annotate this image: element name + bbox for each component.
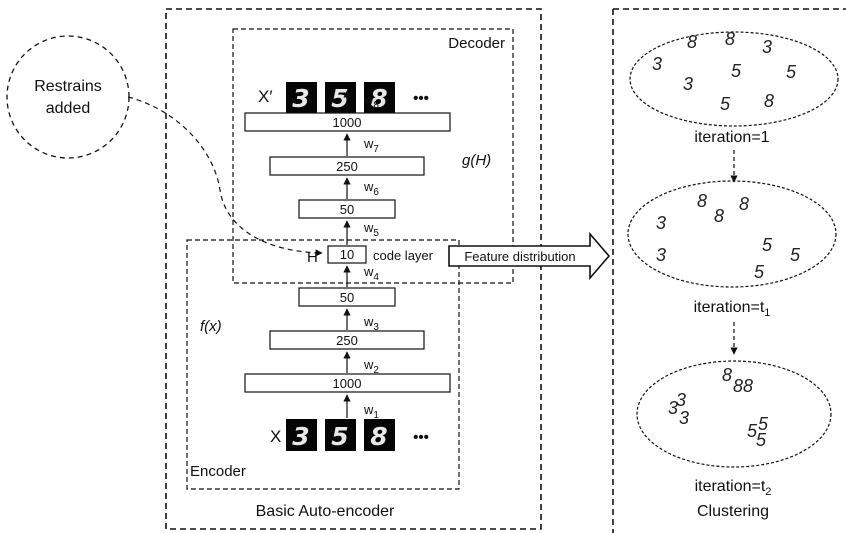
cluster-digit: 3 (683, 74, 693, 94)
layer-stack: 1000 250 50 10 50 250 1000 (244, 112, 451, 393)
weight-label-w4: w4 (363, 264, 379, 283)
cluster-digit: 3 (656, 245, 666, 265)
cluster-digit: 3 (679, 408, 689, 428)
layer-label: 1000 (333, 376, 362, 391)
h-label: H (307, 249, 318, 266)
cluster-digit: 5 (756, 430, 767, 450)
cluster-digit: 8 (764, 91, 774, 111)
output-digit-image (364, 82, 395, 113)
cluster-digit: 5 (762, 235, 773, 255)
input-digit-images: 3 5 8 (286, 419, 395, 451)
feature-distribution-arrow: Feature distribution (448, 231, 611, 281)
decoder-box (232, 28, 514, 284)
input-label: X (270, 427, 281, 446)
layer-box (244, 112, 451, 132)
encoder-label: Encoder (190, 463, 246, 480)
encoder-box (186, 239, 460, 490)
output-digit: 8 (370, 84, 387, 113)
layer-box (298, 199, 396, 219)
output-ellipsis: ••• (413, 90, 429, 107)
cluster-ellipse (636, 360, 832, 468)
cluster-iteration-t2: 8 88 3 3 3 5 5 5 iteration=t2 (636, 360, 832, 498)
cluster-iteration-1: 8 8 3 3 5 5 3 5 8 iteration=1 (629, 29, 839, 146)
layer-label: 250 (336, 333, 358, 348)
cluster-digit: 5 (720, 94, 731, 114)
g-h-label: g(H) (462, 152, 491, 169)
f-x-label: f(x) (200, 318, 222, 335)
layer-box (298, 287, 396, 307)
weight-label-w8: w8 (363, 92, 379, 111)
weight-label-w5: w5 (363, 220, 379, 239)
cluster-digit: 8 (725, 29, 735, 49)
weight-label-w3: w3 (363, 314, 379, 333)
clustering-title: Clustering (697, 503, 769, 520)
cluster-digit: 3 (676, 390, 686, 410)
cluster-ellipse (627, 180, 837, 288)
cluster-digit: 3 (668, 398, 678, 418)
autoencoder-title: Basic Auto-encoder (256, 503, 395, 520)
iteration-label-1: iteration=1 (694, 129, 769, 146)
cluster-digit: 3 (762, 37, 772, 57)
layer-label: 1000 (333, 115, 362, 130)
autoencoder-box (165, 8, 542, 530)
weight-label-w1: w1 (363, 402, 379, 421)
input-digit: 8 (370, 422, 387, 451)
layer-label: 10 (340, 247, 354, 262)
layer-box (244, 373, 451, 393)
cluster-digit: 5 (786, 62, 797, 82)
output-label: X′ (258, 87, 273, 106)
cluster-digit: 8 (697, 191, 707, 211)
cluster-digit: 8 (714, 206, 724, 226)
cluster-digit: 88 (733, 376, 753, 396)
input-digit: 5 (331, 422, 348, 451)
layer-box (269, 156, 425, 176)
cluster-ellipse (629, 31, 839, 127)
restrains-arrow (127, 96, 323, 257)
weight-labels: w1 w2 w3 w4 w5 w6 w7 w8 (363, 92, 379, 421)
cluster-digit: 5 (754, 262, 765, 282)
cluster-digit: 5 (747, 421, 758, 441)
iteration-label-t1: iteration=t1 (694, 299, 771, 319)
input-digit-image (325, 419, 356, 451)
decoder-label: Decoder (448, 35, 505, 52)
cluster-iteration-t1: 8 8 8 3 3 5 5 5 iteration=t1 (627, 180, 837, 319)
code-layer-box (327, 245, 367, 264)
cluster-digit: 3 (652, 54, 662, 74)
input-digit-image (364, 419, 395, 451)
weight-label-w6: w6 (363, 179, 379, 198)
input-ellipsis: ••• (413, 429, 429, 446)
code-layer-label: code layer (373, 248, 434, 263)
cluster-digit: 3 (656, 213, 666, 233)
cluster-digit: 5 (758, 414, 769, 434)
cluster-digit: 5 (790, 245, 801, 265)
output-digit: 3 (292, 84, 309, 113)
iteration-label-t2: iteration=t2 (695, 478, 772, 498)
layer-label: 50 (340, 202, 354, 217)
layer-box (269, 330, 425, 350)
cluster-digit: 8 (739, 194, 749, 214)
restrains-label-line2: added (46, 100, 91, 117)
layer-label: 250 (336, 159, 358, 174)
input-digit-image (286, 419, 317, 451)
clustering-panel-border (612, 8, 846, 533)
cluster-digit: 8 (687, 32, 697, 52)
weight-label-w2: w2 (363, 357, 379, 376)
weight-label-w7: w7 (363, 136, 379, 155)
input-digit: 3 (292, 422, 309, 451)
restrains-label-line1: Restrains (34, 78, 102, 95)
cluster-digit: 5 (731, 61, 742, 81)
cluster-digit: 8 (722, 365, 732, 385)
restrains-node: Restrains added (6, 35, 130, 159)
output-digit-image (286, 82, 317, 113)
output-digit-image (325, 82, 356, 113)
feature-distribution-label: Feature distribution (464, 249, 575, 264)
layer-label: 50 (340, 290, 354, 305)
output-digit: 5 (331, 84, 348, 113)
